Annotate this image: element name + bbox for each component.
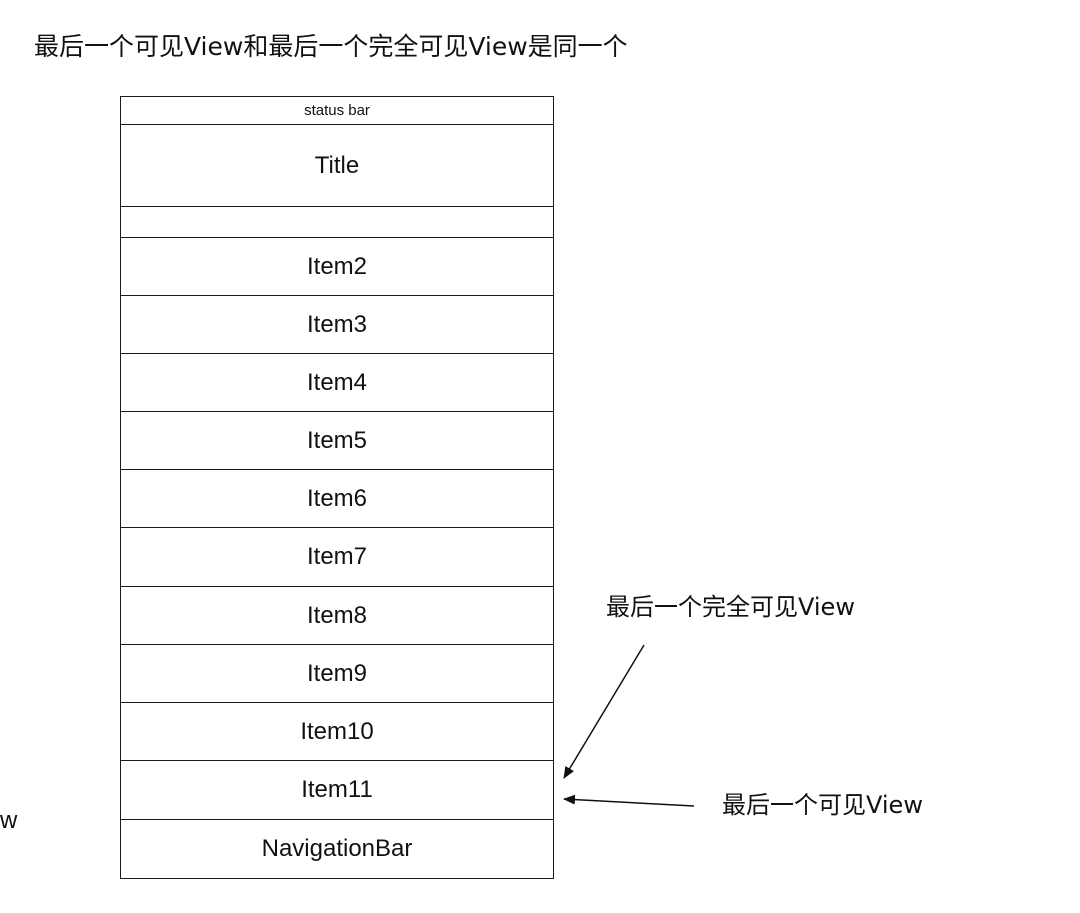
label-last-fully-visible: 最后一个完全可见View bbox=[606, 593, 855, 621]
list-item: Item6 bbox=[121, 470, 553, 528]
list-item: Item8 bbox=[121, 587, 553, 645]
cropped-edge-text: w bbox=[0, 807, 18, 834]
arrow-last-fully-visible bbox=[563, 644, 645, 779]
list-item: Item3 bbox=[121, 296, 553, 354]
page-title: 最后一个可见View和最后一个完全可见View是同一个 bbox=[34, 32, 628, 61]
title-bar: Title bbox=[121, 125, 553, 207]
navigation-bar: NavigationBar bbox=[261, 835, 413, 862]
status-bar: status bar bbox=[121, 97, 553, 125]
phone-screen-outline: status bar Title Item2 Item3 Item4 Item5… bbox=[120, 96, 554, 879]
arrow-last-visible bbox=[563, 794, 695, 807]
list-item-last-visible: Item11 bbox=[121, 761, 553, 820]
list-item: Item7 bbox=[121, 528, 553, 587]
list-item: Item5 bbox=[121, 412, 553, 470]
label-last-visible: 最后一个可见View bbox=[722, 791, 923, 819]
partially-visible-item bbox=[121, 207, 553, 238]
list-item: Item4 bbox=[121, 354, 553, 412]
list-item: Item10 bbox=[121, 703, 553, 761]
list-item: Item9 bbox=[121, 645, 553, 703]
list-item: Item2 bbox=[121, 238, 553, 296]
